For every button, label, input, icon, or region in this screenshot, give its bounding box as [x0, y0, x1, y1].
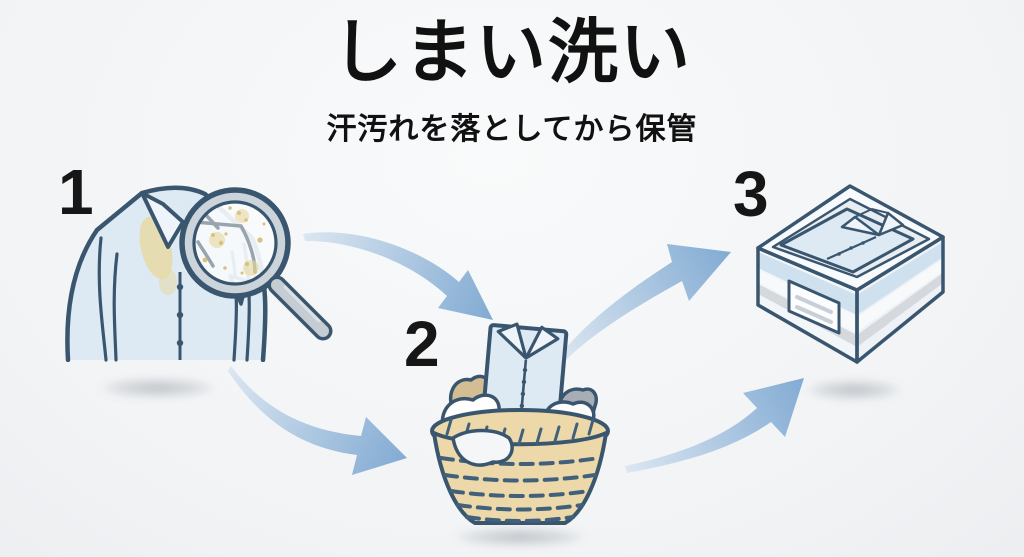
arrow-step2-to-step3-lower	[625, 378, 804, 473]
stained-shirt-magnifier-icon	[65, 185, 333, 363]
storage-box-icon	[756, 184, 945, 364]
shirt-shadow	[78, 374, 238, 402]
step-2-number: 2	[404, 308, 440, 380]
magnifier-handle	[267, 275, 333, 341]
box-label	[787, 279, 841, 335]
arrow-step1-to-step2-lower	[228, 366, 407, 475]
laundry-basket-icon	[430, 322, 610, 525]
box-shadow	[788, 376, 920, 404]
lens-stain-speckles	[202, 206, 266, 276]
folded-shirt	[481, 322, 569, 419]
arrow-step1-to-step2-upper	[303, 232, 493, 320]
arrow-step2-to-step3-upper	[560, 244, 731, 361]
magnifier-ring-inner	[192, 200, 278, 286]
step-3-illustration	[745, 175, 955, 375]
page-title: しまい洗い	[332, 13, 692, 91]
box-folded-shirt	[779, 207, 915, 274]
basket-weave	[439, 456, 601, 523]
magnifier-ring-band	[184, 192, 286, 294]
magnifier-ring-outer	[179, 187, 291, 299]
step-1-illustration	[55, 180, 345, 367]
basket-shadow	[430, 524, 610, 550]
step-1-number: 1	[58, 156, 94, 228]
shirt-buttons	[176, 283, 184, 347]
cloth-front-drape	[451, 428, 514, 467]
shirt-outline	[65, 185, 268, 363]
step-3-number: 3	[733, 158, 769, 230]
magnifier-icon	[179, 187, 333, 341]
page-subtitle: 汗汚れを落としてから保管	[326, 113, 698, 146]
step-2-illustration	[425, 320, 620, 540]
